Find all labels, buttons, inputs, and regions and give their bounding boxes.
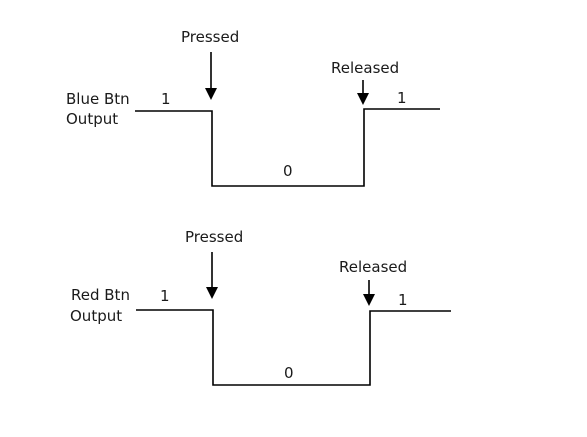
blue-btn-timing-diagram: Blue Btn Output 1 0 1 Pressed Released (66, 28, 440, 187)
released-label: Released (339, 258, 407, 276)
signal-waveform (135, 108, 440, 187)
signal-waveform (136, 309, 451, 386)
high-level-label-right: 1 (398, 291, 408, 309)
low-level-label: 0 (283, 162, 293, 180)
pressed-label: Pressed (185, 228, 243, 246)
high-level-label-left: 1 (161, 90, 171, 108)
high-level-label-left: 1 (160, 287, 170, 305)
released-label: Released (331, 59, 399, 77)
red-btn-timing-diagram: Red Btn Output 1 0 1 Pressed Released (70, 228, 451, 386)
released-arrow-icon (363, 280, 375, 306)
pressed-label: Pressed (181, 28, 239, 46)
signal-label-line2: Output (66, 110, 118, 128)
high-level-label-right: 1 (397, 89, 407, 107)
pressed-arrow-icon (206, 252, 218, 299)
released-arrow-icon (357, 80, 369, 105)
low-level-label: 0 (284, 364, 294, 382)
pressed-arrow-icon (205, 52, 217, 100)
signal-label-line1: Blue Btn (66, 90, 130, 108)
signal-label-line1: Red Btn (71, 286, 130, 304)
signal-label-line2: Output (70, 307, 122, 325)
